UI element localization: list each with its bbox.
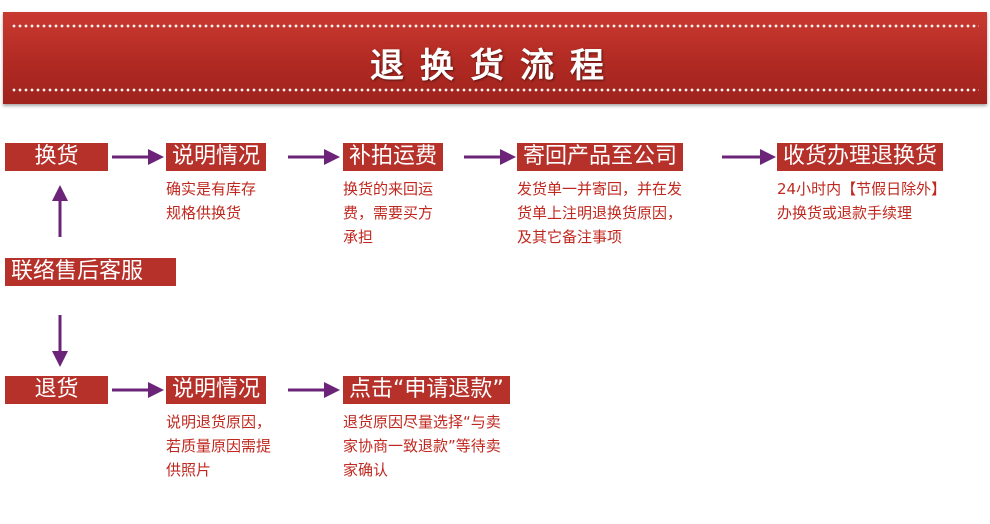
banner-dotted-line-bottom: [11, 88, 979, 92]
arrow-right-icon: [112, 380, 164, 400]
arrow-down-icon: [50, 315, 70, 367]
exchange-step-shipping-desc: 换货的来回运 费，需要买方 承担: [343, 180, 434, 246]
arrow-right-icon: [722, 147, 776, 167]
exchange-step-process-title: 收货办理退换货: [777, 143, 944, 171]
arrow-right-icon: [288, 147, 340, 167]
exchange-step-explain-title: 说明情况: [166, 143, 267, 171]
exchange-label: 换货: [5, 143, 108, 171]
exchange-step-shipping-title: 补拍运费: [343, 143, 444, 171]
refund-step-explain-title: 说明情况: [166, 376, 267, 404]
refund-step-apply-desc: 退货原因尽量选择“与卖 家协商一致退款”等待卖 家确认: [343, 413, 501, 479]
refund-step-apply-title: 点击“申请退款”: [343, 376, 510, 404]
refund-label: 退货: [5, 376, 108, 404]
arrow-up-icon: [50, 185, 70, 237]
arrow-right-icon: [112, 147, 164, 167]
arrow-right-icon: [464, 147, 516, 167]
exchange-step-explain-desc: 确实是有库存 规格供换货: [166, 180, 257, 222]
banner-dotted-line-top: [11, 24, 979, 28]
arrow-right-icon: [288, 380, 340, 400]
title-banner: 退换货流程: [3, 12, 987, 104]
page-title: 退换货流程: [370, 46, 620, 86]
exchange-step-return-title: 寄回产品至公司: [517, 143, 684, 171]
contact-support-label: 联络售后客服: [5, 258, 176, 286]
refund-step-explain-desc: 说明退货原因， 若质量原因需提 供照片: [166, 413, 272, 479]
exchange-step-process-desc: 24小时内【节假日除外】 办换货或退款手续理: [777, 180, 947, 222]
exchange-step-return-desc: 发货单一并寄回，并在发 货单上注明退换货原因， 及其它备注事项: [517, 180, 683, 246]
